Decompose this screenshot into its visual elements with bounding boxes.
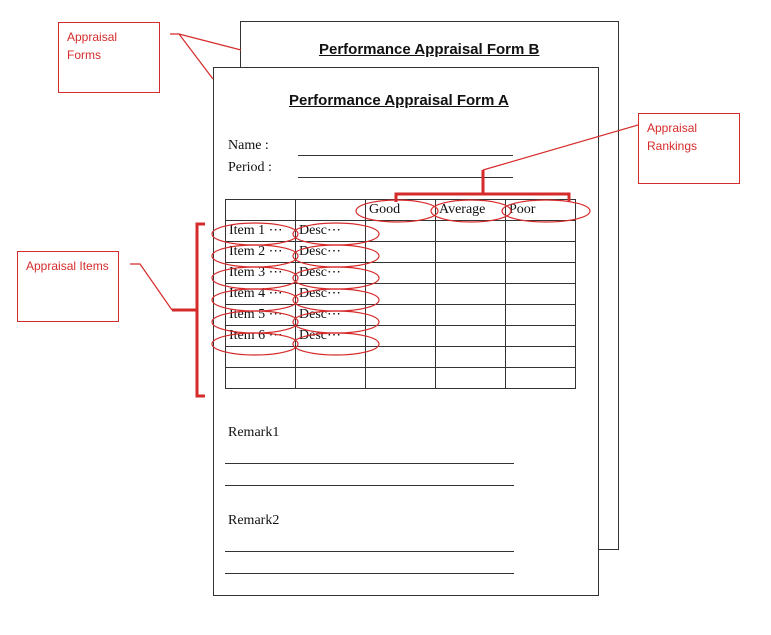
cell-average bbox=[435, 325, 506, 347]
cell-poor bbox=[505, 241, 576, 263]
name-label: Name : bbox=[228, 138, 269, 153]
cell-average bbox=[435, 241, 506, 263]
remark2-line bbox=[225, 551, 514, 552]
cell-item: Item 1 ⋯ bbox=[225, 220, 296, 242]
table-row bbox=[225, 367, 576, 389]
cell-average bbox=[435, 346, 506, 368]
callout-appraisal-forms: Appraisal Forms bbox=[58, 22, 160, 93]
cell-average bbox=[435, 304, 506, 326]
callout-appraisal-items: Appraisal Items bbox=[17, 251, 119, 322]
cell-good bbox=[365, 262, 436, 284]
form-a-page: Performance Appraisal Form A Name : Peri… bbox=[213, 67, 599, 596]
cell-good bbox=[365, 346, 436, 368]
table-row: Item 2 ⋯Desc⋯ bbox=[225, 241, 576, 263]
cell-desc: Desc⋯ bbox=[295, 325, 366, 347]
cell-poor bbox=[505, 262, 576, 284]
items-leader-line bbox=[130, 263, 173, 311]
cell-good bbox=[365, 283, 436, 305]
remark2-line bbox=[225, 573, 514, 574]
cell-poor bbox=[505, 367, 576, 389]
header-cell-poor: Poor bbox=[505, 199, 576, 221]
remark1-line bbox=[225, 463, 514, 464]
cell-good bbox=[365, 304, 436, 326]
header-cell-good: Good bbox=[365, 199, 436, 221]
callout-appraisal-rankings: Appraisal Rankings bbox=[638, 113, 740, 184]
cell-desc bbox=[295, 346, 366, 368]
cell-poor bbox=[505, 283, 576, 305]
cell-average bbox=[435, 367, 506, 389]
cell-poor bbox=[505, 220, 576, 242]
cell-item bbox=[225, 367, 296, 389]
cell-item: Item 4 ⋯ bbox=[225, 283, 296, 305]
period-label: Period : bbox=[228, 160, 272, 175]
cell-average bbox=[435, 220, 506, 242]
cell-desc: Desc⋯ bbox=[295, 262, 366, 284]
cell-good bbox=[365, 367, 436, 389]
cell-average bbox=[435, 283, 506, 305]
header-cell-item bbox=[225, 199, 296, 221]
header-cell-desc bbox=[295, 199, 366, 221]
table-row bbox=[225, 346, 576, 368]
cell-item bbox=[225, 346, 296, 368]
cell-desc: Desc⋯ bbox=[295, 220, 366, 242]
table-row: Item 1 ⋯Desc⋯ bbox=[225, 220, 576, 242]
cell-good bbox=[365, 325, 436, 347]
remark1-line bbox=[225, 485, 514, 486]
cell-average bbox=[435, 262, 506, 284]
forms-leader-line bbox=[178, 33, 214, 80]
cell-desc: Desc⋯ bbox=[295, 304, 366, 326]
cell-poor bbox=[505, 325, 576, 347]
table-row: Item 5 ⋯Desc⋯ bbox=[225, 304, 576, 326]
cell-desc: Desc⋯ bbox=[295, 241, 366, 263]
cell-good bbox=[365, 220, 436, 242]
cell-poor bbox=[505, 304, 576, 326]
header-cell-average: Average bbox=[435, 199, 506, 221]
remark2-label: Remark2 bbox=[228, 513, 280, 528]
table-row: Item 6 ⋯Desc⋯ bbox=[225, 325, 576, 347]
cell-item: Item 6 ⋯ bbox=[225, 325, 296, 347]
name-field-line bbox=[298, 155, 513, 156]
cell-item: Item 2 ⋯ bbox=[225, 241, 296, 263]
period-field-line bbox=[298, 177, 513, 178]
cell-good bbox=[365, 241, 436, 263]
forms-leader-line bbox=[170, 33, 242, 51]
cell-item: Item 5 ⋯ bbox=[225, 304, 296, 326]
cell-desc bbox=[295, 367, 366, 389]
form-a-title: Performance Appraisal Form A bbox=[289, 92, 509, 109]
cell-desc: Desc⋯ bbox=[295, 283, 366, 305]
table-row: Item 3 ⋯Desc⋯ bbox=[225, 262, 576, 284]
cell-item: Item 3 ⋯ bbox=[225, 262, 296, 284]
items-bracket bbox=[172, 222, 205, 398]
table-row: Item 4 ⋯Desc⋯ bbox=[225, 283, 576, 305]
cell-poor bbox=[505, 346, 576, 368]
form-b-title: Performance Appraisal Form B bbox=[319, 41, 540, 58]
remark1-label: Remark1 bbox=[228, 425, 280, 440]
